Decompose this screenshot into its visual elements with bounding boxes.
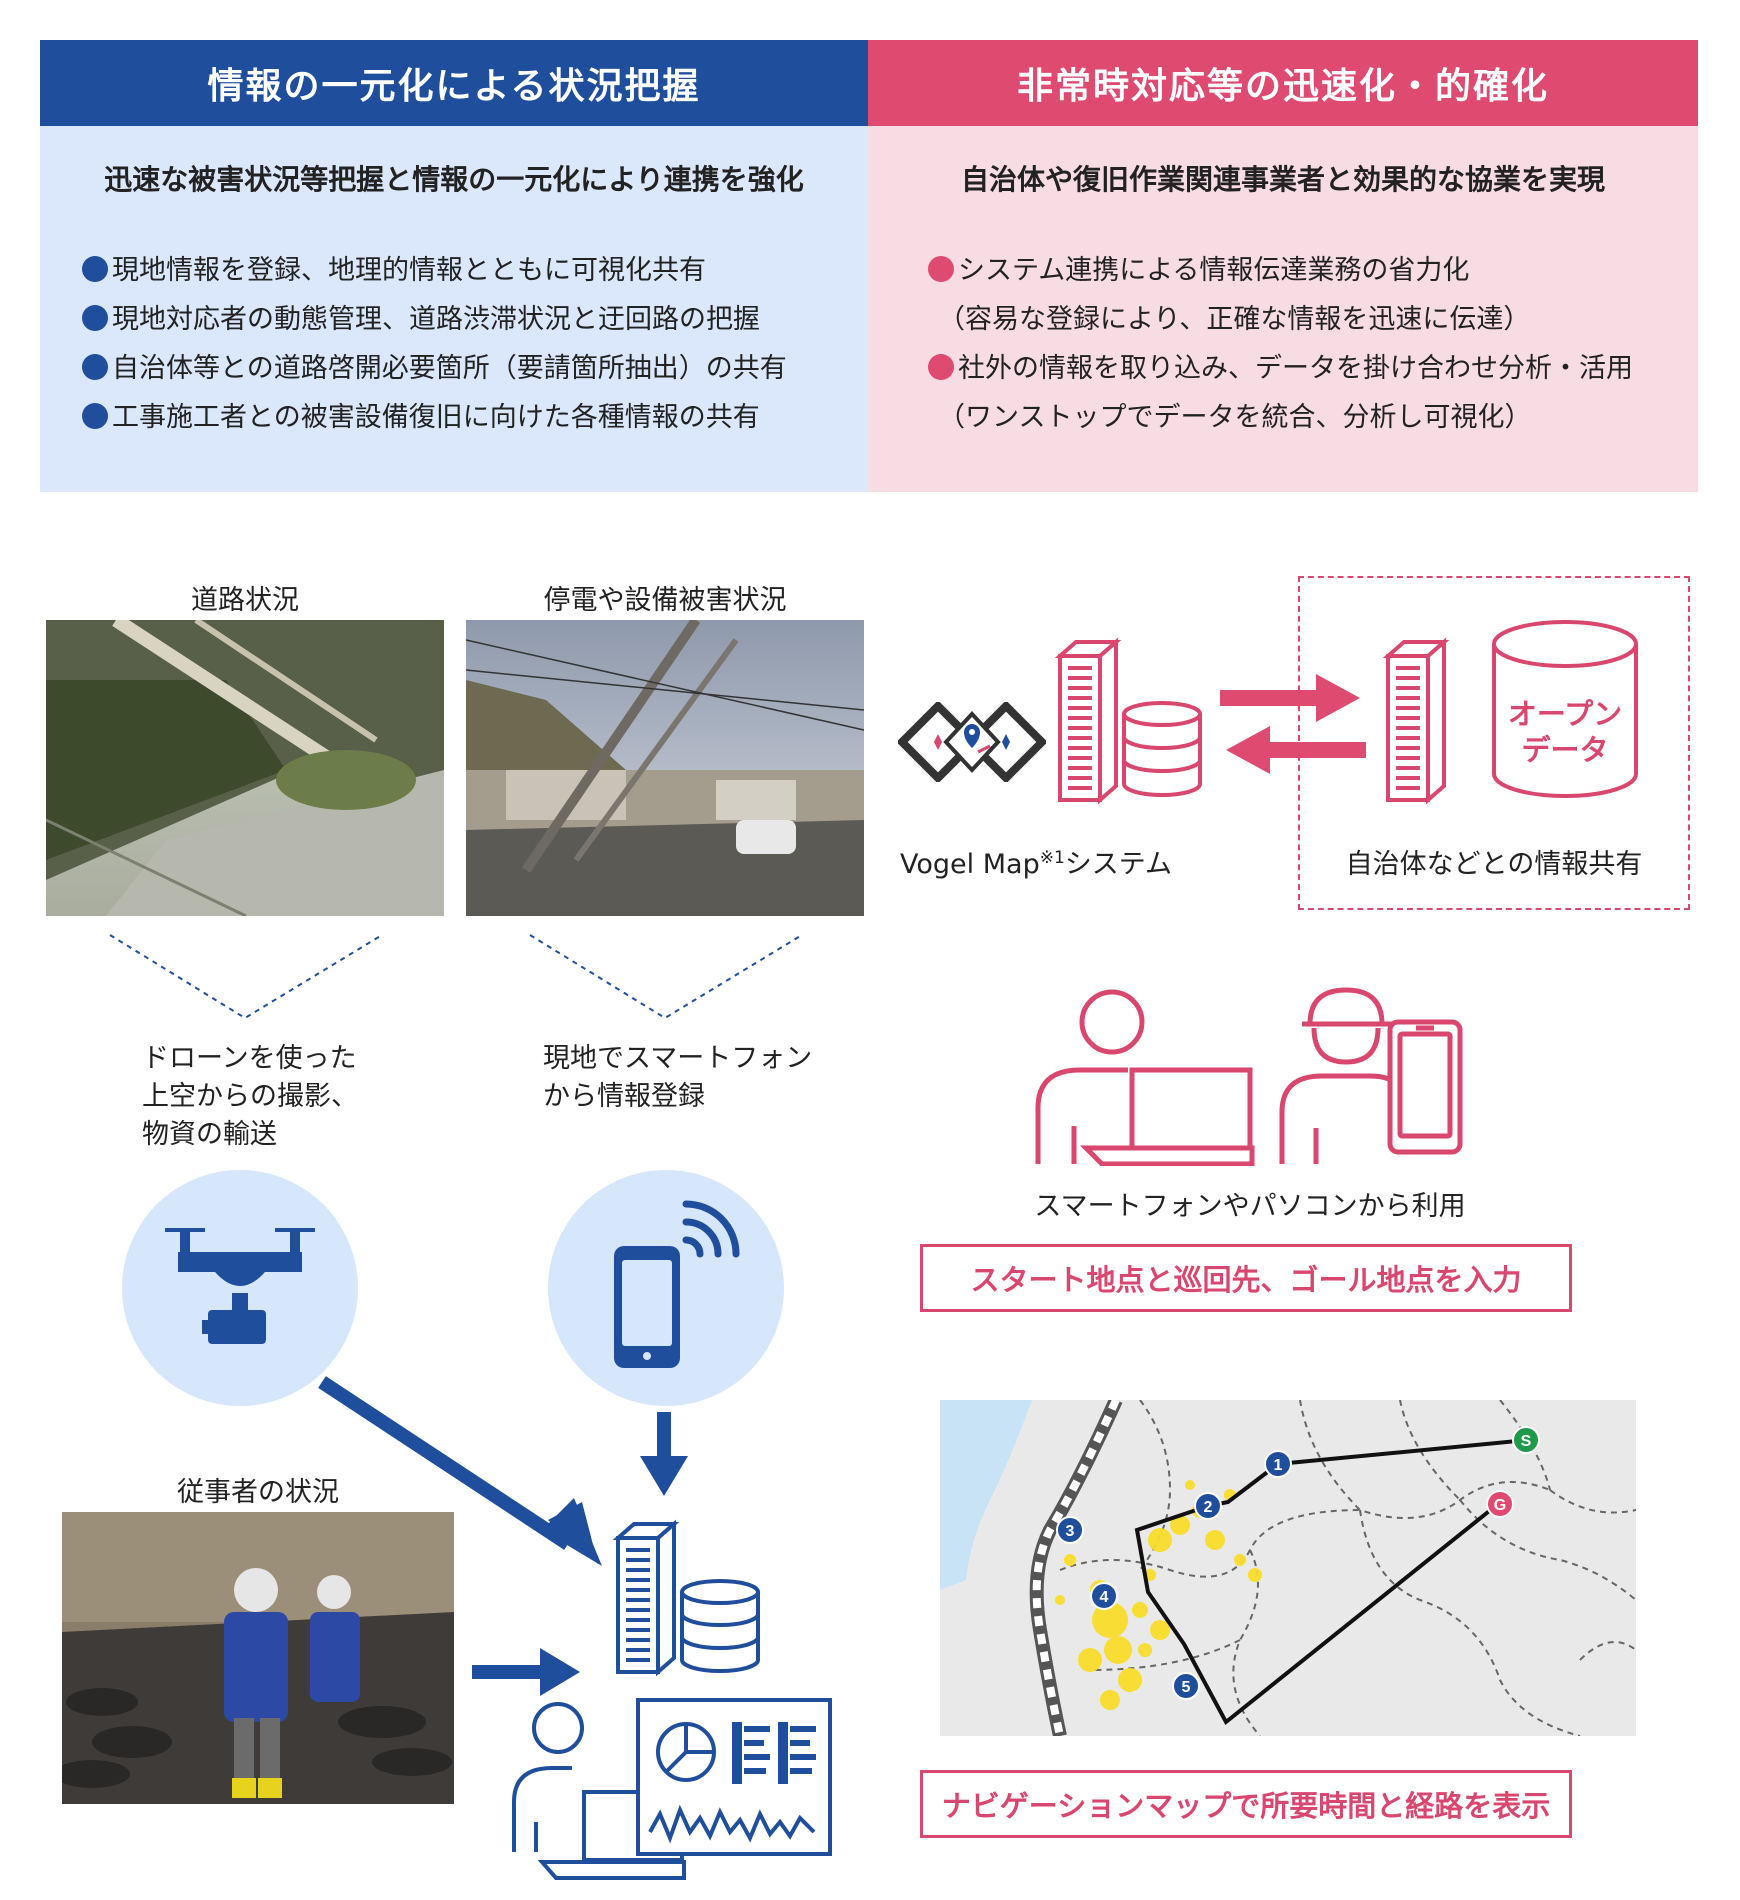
vogel-map-logo — [898, 702, 1046, 782]
drone-icon — [122, 1170, 358, 1406]
usage-caption: スマートフォンやパソコンから利用 — [1034, 1191, 1466, 1222]
system-name-caption: Vogel Map※1システム — [900, 848, 1172, 880]
right-panel-body: 自治体や復旧作業関連事業者と効果的な協業を実現 システム連携による情報伝達業務の… — [868, 126, 1698, 492]
input-route-box: スタート地点と巡回先、ゴール地点を入力 — [920, 1244, 1572, 1312]
right-bullet-note: （容易な登録により、正確な情報を迅速に伝達） — [938, 304, 1531, 335]
smartphone-icon — [548, 1170, 784, 1406]
workers-photo — [62, 1512, 454, 1804]
workers-photo-caption: 従事者の状況 — [177, 1477, 339, 1508]
bullet-dot-icon — [82, 354, 108, 380]
bullet-dot-icon — [928, 354, 954, 380]
server-icon — [1382, 638, 1450, 805]
server-icon — [1054, 638, 1202, 805]
map-goal-marker: G — [1486, 1490, 1514, 1518]
right-bullet: 社外の情報を取り込み、データを掛け合わせ分析・活用 — [928, 344, 1633, 393]
right-bullet-list: システム連携による情報伝達業務の省力化 （容易な登録により、正確な情報を迅速に伝… — [928, 246, 1633, 442]
worker-tablet-icon — [1279, 987, 1463, 1164]
map-start-marker: S — [1512, 1426, 1540, 1454]
open-data-label: オープン データ — [1507, 697, 1623, 767]
database-icon — [680, 1579, 760, 1673]
map-marker: 4 — [1090, 1582, 1118, 1610]
bullet-dot-icon — [82, 256, 108, 282]
svg-text:G: G — [1494, 1497, 1506, 1514]
power-photo-caption: 停電や設備被害状況 — [543, 585, 787, 616]
info-sharing-caption: 自治体などとの情報共有 — [1345, 849, 1643, 880]
svg-text:4: 4 — [1100, 1589, 1109, 1606]
map-marker: 1 — [1264, 1450, 1292, 1478]
right-panel-title: 非常時対応等の迅速化・的確化 — [1016, 66, 1549, 107]
left-panel-subtitle: 迅速な被害状況等把握と情報の一元化により連携を強化 — [104, 163, 804, 196]
left-bullet: 現地情報を登録、地理的情報とともに可視化共有 — [82, 246, 787, 295]
open-data-database-icon — [1492, 620, 1638, 798]
svg-text:3: 3 — [1066, 1523, 1075, 1540]
laptop-user-icon — [512, 1698, 832, 1880]
map-marker: 5 — [1172, 1672, 1200, 1700]
svg-text:S: S — [1521, 1433, 1532, 1450]
left-bullet-list: 現地情報を登録、地理的情報とともに可視化共有 現地対応者の動態管理、道路渋滞状況… — [82, 246, 787, 442]
bullet-dot-icon — [928, 256, 954, 282]
map-marker: 2 — [1194, 1492, 1222, 1520]
left-bullet: 現地対応者の動態管理、道路渋滞状況と迂回路の把握 — [82, 295, 787, 344]
laptop-user-icon — [1035, 989, 1255, 1166]
footnote-mark: ※1 — [1039, 848, 1065, 868]
power-photo — [466, 620, 864, 916]
road-photo — [46, 620, 444, 916]
navigation-result-box: ナビゲーションマップで所要時間と経路を表示 — [920, 1770, 1572, 1838]
right-panel-subtitle: 自治体や復旧作業関連事業者と効果的な協業を実現 — [960, 163, 1605, 196]
svg-text:2: 2 — [1204, 1499, 1213, 1516]
left-panel-title: 情報の一元化による状況把握 — [207, 66, 701, 107]
road-photo-caption: 道路状況 — [191, 585, 299, 616]
exchange-arrows — [1220, 674, 1366, 774]
map-marker: 3 — [1056, 1516, 1084, 1544]
phone-description: 現地でスマートフォン から情報登録 — [543, 1043, 813, 1112]
svg-text:1: 1 — [1274, 1457, 1283, 1474]
drone-description: ドローンを使った 上空からの撮影、 物資の輸送 — [142, 1043, 358, 1150]
svg-text:5: 5 — [1182, 1679, 1191, 1696]
navigation-map: 1 2 3 4 5 S G — [940, 1400, 1636, 1736]
right-bullet: システム連携による情報伝達業務の省力化 — [928, 246, 1633, 295]
bullet-dot-icon — [82, 305, 108, 331]
left-bullet: 自治体等との道路啓開必要箇所（要請箇所抽出）の共有 — [82, 344, 787, 393]
bullet-dot-icon — [82, 403, 108, 429]
left-panel-body: 迅速な被害状況等把握と情報の一元化により連携を強化 現地情報を登録、地理的情報と… — [40, 126, 868, 492]
right-bullet-note: （ワンストップでデータを統合、分析し可視化） — [938, 402, 1532, 433]
left-bullet: 工事施工者との被害設備復旧に向けた各種情報の共有 — [82, 393, 787, 442]
database-icon — [1122, 701, 1202, 797]
server-icon — [612, 1519, 760, 1677]
right-panel-header: 非常時対応等の迅速化・的確化 — [868, 40, 1698, 126]
left-panel-header: 情報の一元化による状況把握 — [40, 40, 868, 126]
